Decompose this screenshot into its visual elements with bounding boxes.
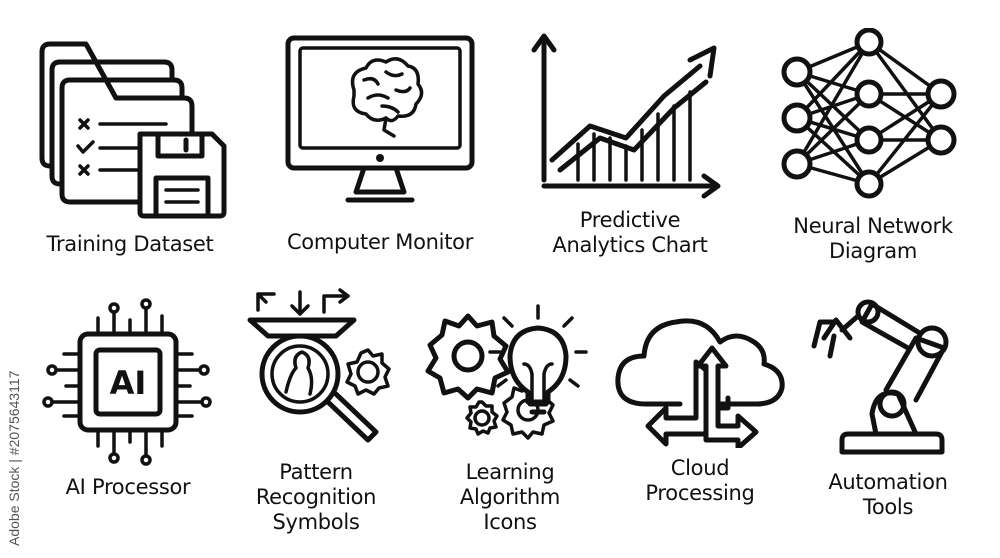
watermark-text: Adobe Stock | #2075643117 [6,370,22,546]
label-learning-algorithm: Learning Algorithm Icons [459,460,561,534]
chip-ai-text: AI [110,364,147,402]
label-neural-network: Neural Network Diagram [793,214,953,263]
cloud-arrows-icon [615,318,785,448]
funnel-magnifier-icon [247,288,391,443]
folders-floppy-icon [39,41,227,219]
ai-chip-icon: AI [42,298,212,466]
label-cloud-processing: Cloud Processing [645,456,755,505]
neural-network-icon [781,28,957,199]
label-computer-monitor: Computer Monitor [286,230,474,254]
monitor-brain-icon [285,35,475,203]
gears-lightbulb-icon [425,304,588,440]
label-automation-tools: Automation Tools [828,470,948,519]
label-ai-processor: AI Processor [65,475,191,499]
watermark: Adobe Stock | #2075643117 [6,318,28,548]
growth-chart-icon [531,33,721,199]
label-predictive-analytics: Predictive Analytics Chart [552,208,708,257]
label-pattern-recognition: Pattern Recognition Symbols [255,460,377,534]
label-training-dataset: Training Dataset [46,232,214,256]
robot-arm-icon [811,299,949,455]
